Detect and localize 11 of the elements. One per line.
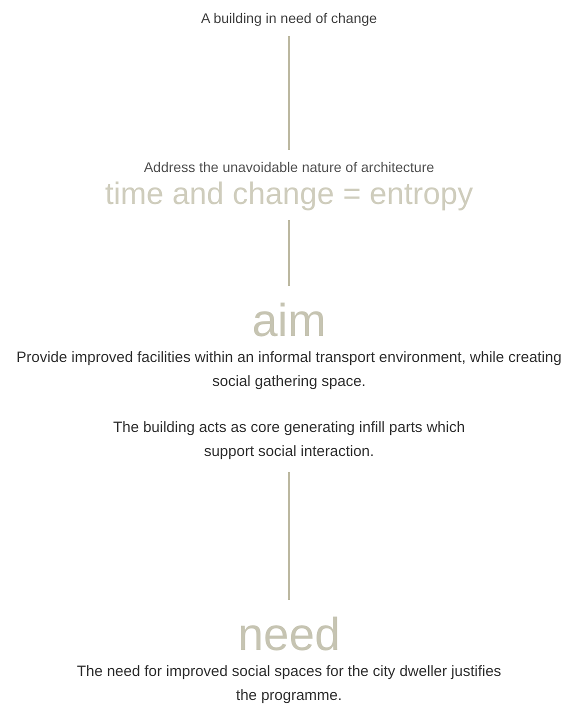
heading-text: aim bbox=[250, 294, 328, 346]
connector-line bbox=[288, 220, 290, 286]
connector-line bbox=[288, 36, 290, 150]
paragraph-text: The building acts as core generating infill parts which support social interaction. bbox=[112, 418, 466, 462]
title-text: A building in need of change bbox=[200, 9, 378, 28]
paragraph-text: Provide improved facilities within an informal transport environment, while creating social gathering space. bbox=[15, 348, 563, 392]
connector-line bbox=[288, 472, 290, 600]
paragraph-text: The need for improved social spaces for the city dweller justifies the programme. bbox=[76, 662, 502, 706]
statement-text: Address the unavoidable nature of architecture bbox=[142, 158, 436, 176]
heading-text: time and change = entropy bbox=[104, 176, 474, 212]
heading-text: need bbox=[236, 608, 342, 660]
